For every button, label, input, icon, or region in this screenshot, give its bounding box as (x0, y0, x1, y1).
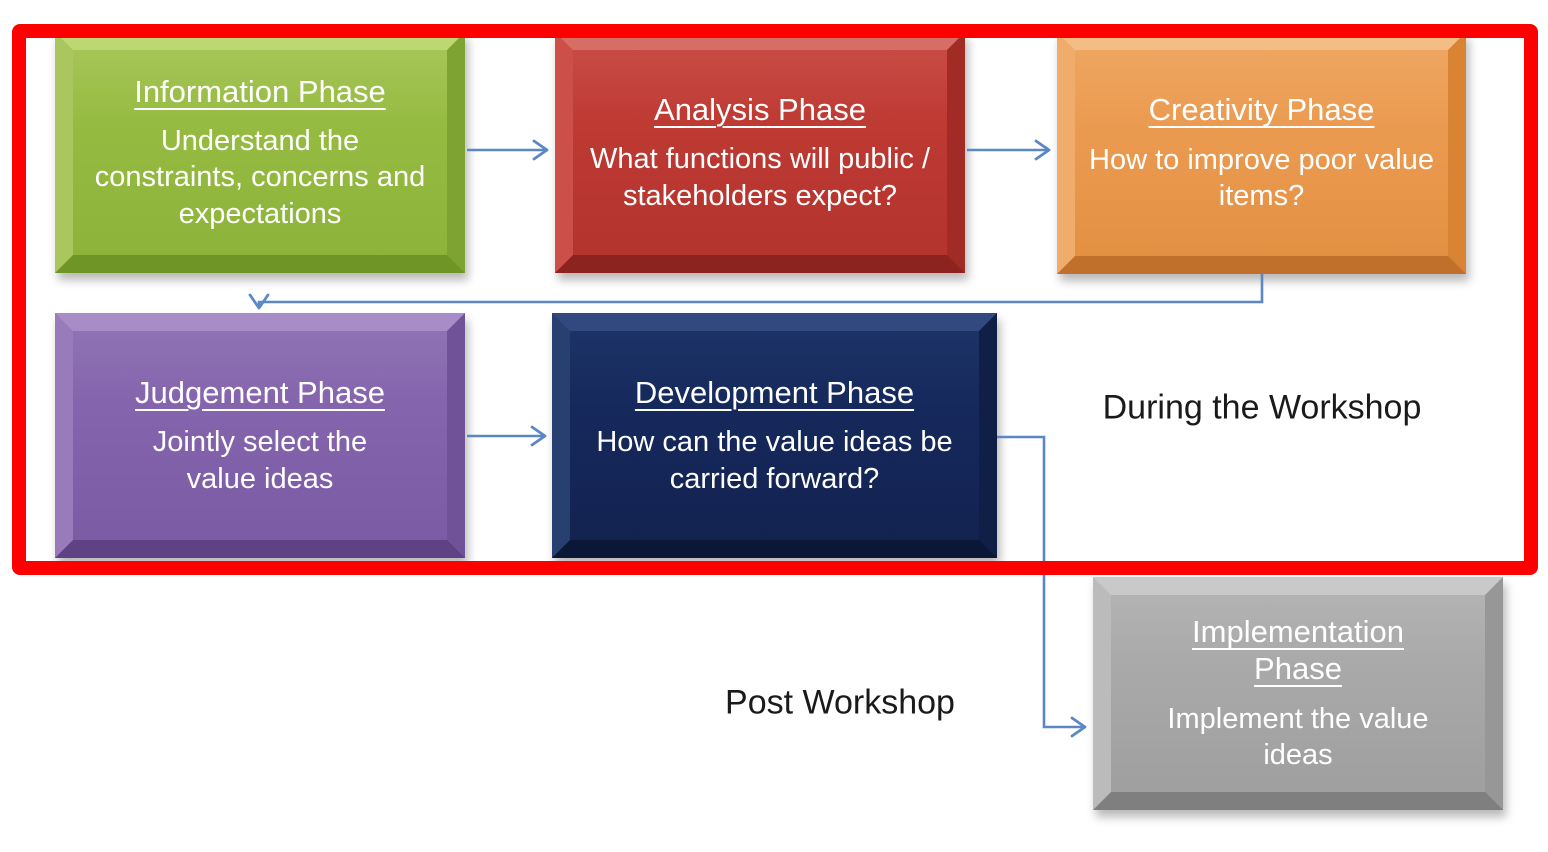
information-phase-description: Understand the constraints, concerns and… (94, 124, 426, 230)
creativity-phase-title: Creativity Phase (1148, 92, 1375, 128)
implementation-phase-title: Implementation Phase (1192, 614, 1404, 687)
box-development-phase: Development Phase How can the value idea… (552, 313, 997, 558)
connector-creativity-to-judgement (248, 274, 1264, 310)
box-implementation-phase: Implementation Phase Implement the value… (1093, 577, 1503, 810)
judgement-phase-title: Judgement Phase (135, 374, 385, 410)
information-phase-title: Information Phase (134, 73, 386, 109)
analysis-phase-title: Analysis Phase (654, 91, 866, 127)
connector-development-to-implementation (997, 435, 1087, 738)
box-analysis-phase: Analysis Phase What functions will publi… (555, 32, 965, 273)
development-phase-title: Development Phase (634, 374, 915, 410)
box-creativity-phase: Creativity Phase How to improve poor val… (1057, 32, 1466, 274)
implementation-phase-description: Implement the value ideas (1167, 702, 1429, 772)
box-judgement-phase: Judgement Phase Jointly select the value… (55, 313, 465, 558)
development-phase-description: How can the value ideas be carried forwa… (596, 426, 953, 495)
post-workshop-label: Post Workshop (725, 683, 955, 722)
analysis-phase-description: What functions will public / stakeholder… (589, 143, 931, 212)
judgement-phase-description: Jointly select the value ideas (152, 426, 368, 495)
during-workshop-label: During the Workshop (1102, 388, 1422, 427)
creativity-phase-description: How to improve poor value items? (1089, 143, 1434, 213)
box-information-phase: Information Phase Understand the constra… (55, 32, 465, 273)
